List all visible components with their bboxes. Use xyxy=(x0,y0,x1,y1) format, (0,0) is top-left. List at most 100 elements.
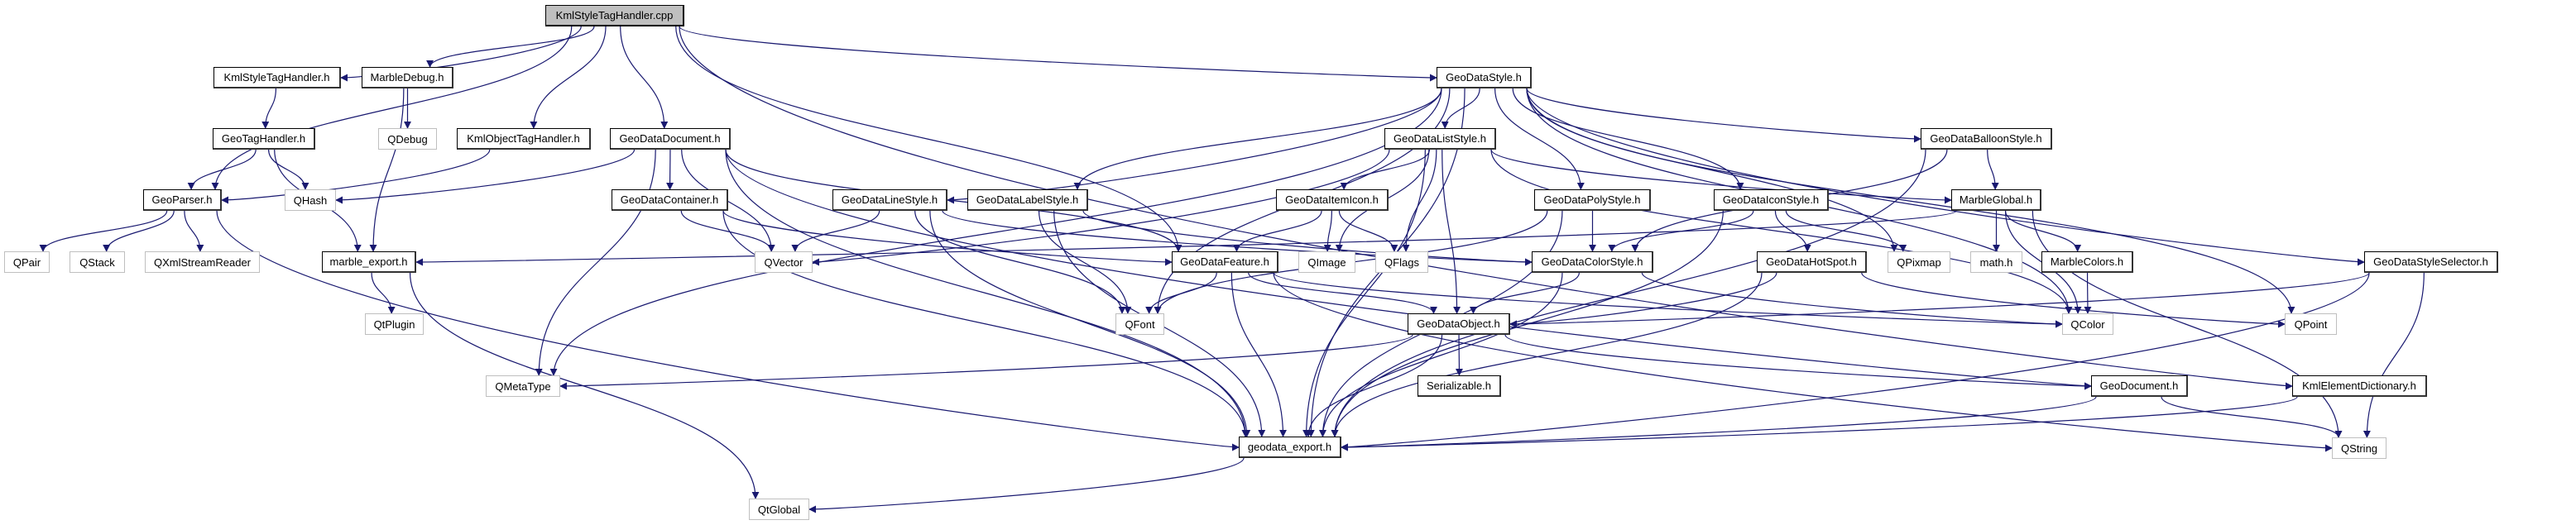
edge-gdls-to-gdo xyxy=(1442,149,1461,314)
node-geodataiconstyle-h[interactable]: GeoDataIconStyle.h xyxy=(1714,189,1829,211)
node-qstack[interactable]: QStack xyxy=(70,251,125,273)
edge-gdls-to-gdii xyxy=(1340,149,1431,190)
node-label: GeoDataObject.h xyxy=(1417,317,1500,330)
edge-gds-to-gdis xyxy=(1512,88,1744,190)
edge-gdd-to-gdoc xyxy=(725,149,2092,390)
edge-gdc-to-gexp xyxy=(722,210,1250,437)
edge-kothH-to-gp xyxy=(221,149,491,204)
node-kmlstyletaghandler-h[interactable]: KmlStyleTagHandler.h xyxy=(213,67,341,88)
node-qmetatype[interactable]: QMetaType xyxy=(486,375,560,397)
node-geodatastyle-h[interactable]: GeoDataStyle.h xyxy=(1437,67,1532,88)
node-geodata-export-h[interactable]: geodata_export.h xyxy=(1239,437,1341,458)
edge-gdoc-to-gexp xyxy=(1341,396,2097,451)
node-geodatacontainer-h[interactable]: GeoDataContainer.h xyxy=(612,189,728,211)
node-qtglobal[interactable]: QtGlobal xyxy=(749,499,809,520)
edge-gds-to-gdlbs xyxy=(1073,88,1442,190)
edge-gdii-to-qimage xyxy=(1323,210,1332,252)
node-qpixmap[interactable]: QPixmap xyxy=(1888,251,1950,273)
node-qtplugin[interactable]: QtPlugin xyxy=(365,313,424,335)
edge-gdc-to-qvector xyxy=(680,210,775,252)
node-geodatalabelstyle-h[interactable]: GeoDataLabelStyle.h xyxy=(967,189,1088,211)
node-geodataobject-h[interactable]: GeoDataObject.h xyxy=(1408,313,1510,335)
node-geodatahotspot-h[interactable]: GeoDataHotSpot.h xyxy=(1757,251,1867,273)
node-label: QString xyxy=(2340,441,2378,455)
edge-gds-to-gdps xyxy=(1494,88,1585,190)
node-qvector[interactable]: QVector xyxy=(755,251,813,273)
node-label: GeoDataStyleSelector.h xyxy=(2373,255,2488,268)
node-label: math.h xyxy=(1979,255,2013,269)
node-marbleglobal-h[interactable]: MarbleGlobal.h xyxy=(1951,189,2041,211)
node-label: GeoDataLineStyle.h xyxy=(841,193,938,206)
node-label: QColor xyxy=(2070,317,2105,331)
edge-gdd-to-qmeta xyxy=(535,149,656,376)
edge-gdlbs-to-qfont xyxy=(1038,210,1132,314)
edge-gdoc-to-qstring xyxy=(2161,396,2343,438)
edge-gdss-to-gexp xyxy=(1341,272,2370,451)
edge-gp-to-qxml xyxy=(184,210,204,252)
node-kmlobjecttaghandler-h[interactable]: KmlObjectTagHandler.h xyxy=(457,128,591,150)
node-math-h[interactable]: math.h xyxy=(1970,251,2022,273)
node-geodatafeature-h[interactable]: GeoDataFeature.h xyxy=(1172,251,1278,273)
edge-gdls-to-mglob xyxy=(1490,149,1952,204)
edge-gdls-to-qcolor xyxy=(1490,149,2073,314)
node-marblecolors-h[interactable]: MarbleColors.h xyxy=(2041,251,2133,273)
node-kmlelementdictionary-h[interactable]: KmlElementDictionary.h xyxy=(2292,375,2427,397)
node-serializable-h[interactable]: Serializable.h xyxy=(1418,375,1501,397)
node-marble-export-h[interactable]: marble_export.h xyxy=(322,251,416,273)
edge-gdo-to-qmeta xyxy=(559,334,1413,390)
node-geodataballoonstyle-h[interactable]: GeoDataBalloonStyle.h xyxy=(1921,128,2052,150)
node-label: MarbleGlobal.h xyxy=(1959,193,2033,206)
node-label: MarbleColors.h xyxy=(2050,255,2124,268)
node-label: GeoDataContainer.h xyxy=(620,193,719,206)
edge-gexp-to-qtglobal xyxy=(808,457,1245,513)
edge-mdbg-to-mexp xyxy=(369,88,405,252)
node-geodatadocument-h[interactable]: GeoDataDocument.h xyxy=(610,128,731,150)
node-qxmlstreamreader[interactable]: QXmlStreamReader xyxy=(145,251,260,273)
node-marbledebug-h[interactable]: MarbleDebug.h xyxy=(362,67,453,88)
edge-gdf-to-qstring xyxy=(1273,272,2333,452)
node-qfont[interactable]: QFont xyxy=(1115,313,1164,335)
node-geodatalinestyle-h[interactable]: GeoDataLineStyle.h xyxy=(832,189,947,211)
edge-gdf-to-gdo xyxy=(1248,272,1437,314)
edge-gdlbs-to-gdcs xyxy=(1082,210,1533,266)
node-qdebug[interactable]: QDebug xyxy=(378,128,437,150)
edge-cpp-to-mdbg xyxy=(426,26,595,68)
edge-gdc-to-gdf xyxy=(722,210,1173,266)
node-label: QStack xyxy=(79,255,115,269)
node-label: GeoDataDocument.h xyxy=(619,132,721,145)
node-label: GeoDataListStyle.h xyxy=(1393,132,1486,145)
node-label: GeoDataLabelStyle.h xyxy=(976,193,1079,206)
node-label: QPixmap xyxy=(1897,255,1941,269)
node-qimage[interactable]: QImage xyxy=(1298,251,1355,273)
edge-gth-to-gp xyxy=(187,149,257,190)
node-geotaghandler-h[interactable]: GeoTagHandler.h xyxy=(213,128,315,150)
edge-cpp-to-ked xyxy=(679,26,2293,390)
node-geodatacolorstyle-h[interactable]: GeoDataColorStyle.h xyxy=(1532,251,1653,273)
edge-gdhs-to-qpoint xyxy=(1861,272,2286,328)
node-qcolor[interactable]: QColor xyxy=(2062,313,2113,335)
edge-gds-to-qpoint xyxy=(1526,88,2295,314)
node-geodatastyleselector-h[interactable]: GeoDataStyleSelector.h xyxy=(2364,251,2498,273)
edge-gdcs-to-gexp xyxy=(1318,272,1563,437)
node-qpair[interactable]: QPair xyxy=(4,251,50,273)
edge-gp-to-qstack xyxy=(103,210,175,252)
node-geodataliststyle-h[interactable]: GeoDataListStyle.h xyxy=(1384,128,1496,150)
edge-cpp-to-gds xyxy=(679,26,1437,82)
node-geoparser-h[interactable]: GeoParser.h xyxy=(143,189,222,211)
node-qstring[interactable]: QString xyxy=(2332,437,2387,459)
node-geodataitemicon-h[interactable]: GeoDataItemIcon.h xyxy=(1276,189,1389,211)
node-label: GeoDataFeature.h xyxy=(1180,255,1269,268)
node-kmlstyletaghandler-cpp[interactable]: KmlStyleTagHandler.cpp xyxy=(545,5,684,26)
node-qhash[interactable]: QHash xyxy=(285,189,336,211)
edge-gdii-to-qflags xyxy=(1338,210,1398,252)
node-label: MarbleDebug.h xyxy=(370,71,444,84)
node-geodatapolystyle-h[interactable]: GeoDataPolyStyle.h xyxy=(1534,189,1651,211)
node-qpoint[interactable]: QPoint xyxy=(2285,313,2337,335)
node-geodocument-h[interactable]: GeoDocument.h xyxy=(2091,375,2188,397)
edge-gdlns-to-qfont xyxy=(914,210,1126,314)
node-label: QFlags xyxy=(1384,255,1419,269)
edge-mglob-to-mexp xyxy=(415,210,1957,266)
edge-gds-to-gdbs xyxy=(1526,88,1921,143)
node-qflags[interactable]: QFlags xyxy=(1375,251,1428,273)
node-label: QImage xyxy=(1307,255,1346,269)
